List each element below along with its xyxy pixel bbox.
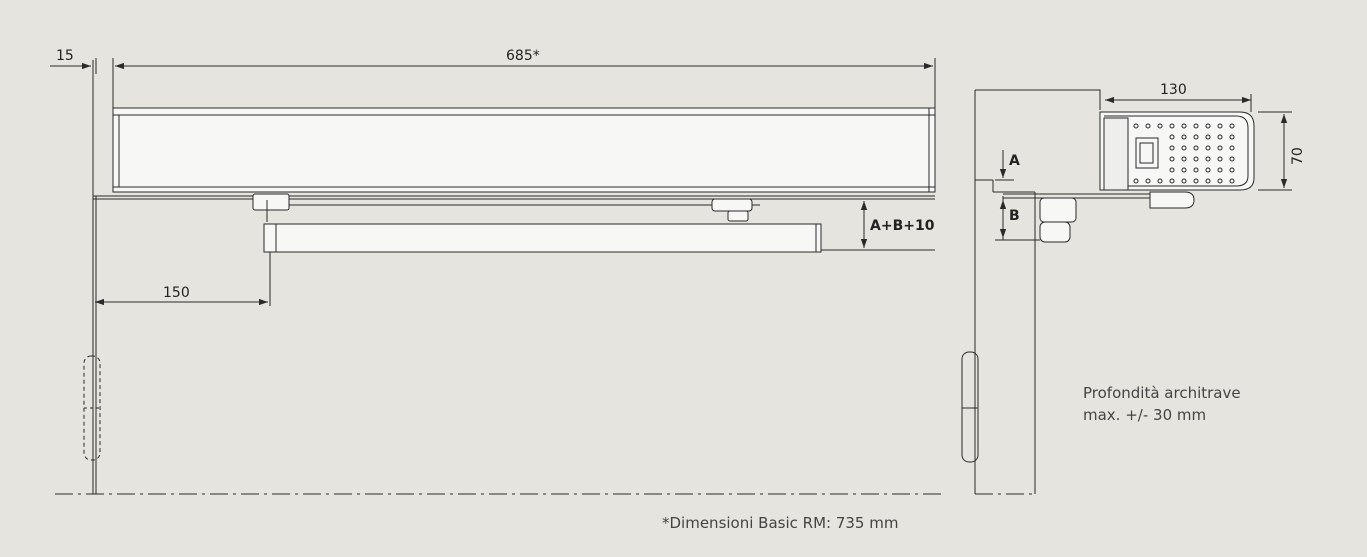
dim-130-label: 130 [1160, 82, 1187, 98]
hole-dot [1193, 156, 1199, 162]
hole-dot [1181, 123, 1187, 129]
hole-dot [1205, 145, 1211, 151]
hole-dot [1169, 123, 1175, 129]
hole-dot [1205, 123, 1211, 129]
label-a: A [1009, 153, 1020, 169]
hole-dot [1157, 123, 1163, 129]
hole-dot [1169, 145, 1175, 151]
hole-dot [1205, 167, 1211, 173]
valve-holes [1133, 123, 1235, 184]
hole-dot [1217, 134, 1223, 140]
hole-dot [1229, 123, 1235, 129]
hole-dot [1181, 178, 1187, 184]
hole-dot [1217, 167, 1223, 173]
hinge-side [961, 351, 979, 463]
hole-dot [1169, 178, 1175, 184]
hole-dot [1193, 178, 1199, 184]
dim-gap-label: A+B+10 [870, 218, 935, 234]
front-view [55, 60, 945, 495]
dim-150-label: 150 [163, 285, 190, 301]
side-dimensions [995, 94, 1292, 241]
hole-dot [1181, 167, 1187, 173]
hole-dot [1229, 156, 1235, 162]
side-view [961, 89, 1255, 495]
hole-dot [1229, 134, 1235, 140]
hole-dot [1193, 123, 1199, 129]
hole-dot [1133, 123, 1139, 129]
dim-15-label: 15 [56, 48, 74, 64]
pivot-cap [711, 198, 753, 212]
hole-dot [1217, 145, 1223, 151]
label-b: B [1009, 208, 1020, 224]
hole-dot [1217, 178, 1223, 184]
hole-dot [1193, 145, 1199, 151]
lintel-note-line1: Profondità architrave [1083, 384, 1241, 402]
hole-dot [1229, 145, 1235, 151]
hole-dot [1181, 156, 1187, 162]
hole-dot [1145, 178, 1151, 184]
hole-dot [1217, 123, 1223, 129]
footnote: *Dimensioni Basic RM: 735 mm [662, 514, 898, 532]
hole-dot [1169, 156, 1175, 162]
hole-dot [1229, 178, 1235, 184]
hole-dot [1217, 156, 1223, 162]
lintel-note-line2: max. +/- 30 mm [1083, 406, 1206, 424]
closer-arm [263, 223, 822, 253]
hole-dot [1193, 167, 1199, 173]
hole-dot [1145, 123, 1151, 129]
hole-dot [1229, 167, 1235, 173]
hole-dot [1205, 178, 1211, 184]
dim-70-label: 70 [1290, 147, 1306, 165]
hole-dot [1169, 134, 1175, 140]
front-dimensions [50, 58, 936, 306]
hole-dot [1169, 167, 1175, 173]
hole-dot [1205, 156, 1211, 162]
hole-dot [1205, 134, 1211, 140]
slider-block [252, 193, 290, 211]
hole-dot [1181, 134, 1187, 140]
dim-685-label: 685* [506, 48, 540, 64]
valve-block [1135, 137, 1159, 169]
hole-dot [1133, 178, 1139, 184]
hole-dot [1157, 178, 1163, 184]
hole-dot [1193, 134, 1199, 140]
hole-dot [1181, 145, 1187, 151]
closer-section [1099, 111, 1255, 191]
closer-body [112, 107, 936, 193]
